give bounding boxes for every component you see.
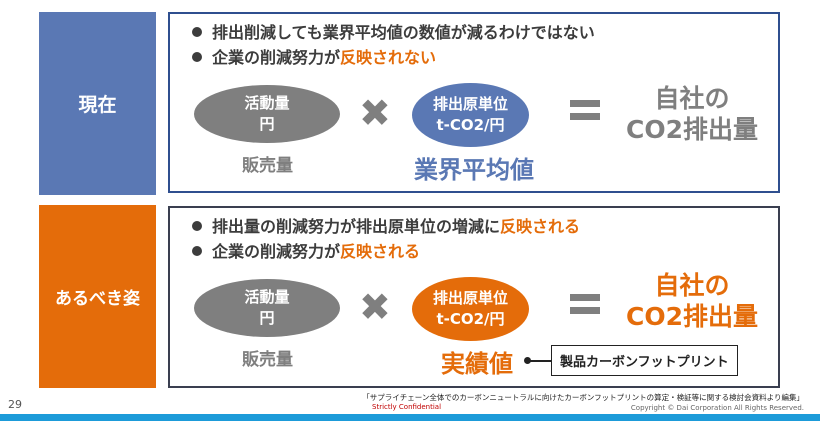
bullet-text: 企業の削減努力が [212, 48, 341, 67]
section-label-now: 現在 [39, 12, 156, 195]
factor-ellipse-now: 排出原単位 t-CO2/円 [412, 83, 529, 147]
page-number: 29 [8, 398, 22, 411]
section-label-ideal: あるべき姿 [39, 205, 156, 388]
bullet-text: 排出量の削減努力が排出原単位の増減に [212, 217, 501, 236]
bullet-now-2: 企業の削減努力が反映されない [192, 45, 595, 70]
bullet-dot-icon [192, 221, 202, 231]
bullet-ideal-2: 企業の削減努力が反映される [192, 239, 580, 264]
footer-bar [0, 414, 820, 421]
bullet-list-ideal: 排出量の削減努力が排出原単位の増減に反映される 企業の削減努力が反映される [192, 214, 580, 264]
factor-label: 排出原単位 [432, 289, 508, 307]
factor-unit: t-CO2/円 [436, 310, 505, 328]
factor-label: 排出原単位 [432, 95, 508, 113]
bullet-dot-icon [192, 246, 202, 256]
factor-unit: t-CO2/円 [436, 116, 505, 134]
equals-icon [570, 294, 600, 320]
bullet-list-now: 排出削減しても業界平均値の数値が減るわけではない 企業の削減努力が反映されない [192, 20, 595, 70]
bullet-dot-icon [192, 52, 202, 62]
factor-caption-now: 業界平均値 [414, 156, 534, 184]
callout-product-cfp: 製品カーボンフットプリント [551, 345, 738, 376]
callout-leader-line [527, 360, 551, 362]
equals-icon [570, 100, 600, 126]
activity-ellipse-now: 活動量 円 [194, 85, 340, 143]
activity-unit: 円 [259, 115, 275, 133]
panel-now: 排出削減しても業界平均値の数値が減るわけではない 企業の削減努力が反映されない … [168, 12, 780, 193]
times-icon: ✖ [359, 285, 391, 329]
result-now: 自社の CO2排出量 [622, 83, 762, 145]
bullet-ideal-1: 排出量の削減努力が排出原単位の増減に反映される [192, 214, 580, 239]
panel-ideal: 排出量の削減努力が排出原単位の増減に反映される 企業の削減努力が反映される 活動… [168, 206, 780, 388]
activity-unit: 円 [259, 309, 275, 327]
bullet-highlight: 反映される [500, 217, 581, 236]
confidential-label: Strictly Confidential [372, 403, 442, 411]
result-line1: 自社の [654, 271, 730, 300]
activity-ellipse-ideal: 活動量 円 [194, 279, 340, 337]
bullet-now-1: 排出削減しても業界平均値の数値が減るわけではない [192, 20, 595, 45]
bullet-text: 企業の削減努力が [212, 242, 341, 261]
bullet-highlight: 反映される [340, 242, 421, 261]
bullet-dot-icon [192, 27, 202, 37]
activity-caption-now: 販売量 [242, 156, 293, 176]
result-line1: 自社の [654, 84, 730, 113]
callout-dot-icon [524, 357, 531, 364]
activity-label: 活動量 [244, 288, 290, 306]
times-icon: ✖ [359, 91, 391, 135]
result-line2: CO2排出量 [626, 115, 758, 144]
result-line2: CO2排出量 [626, 302, 758, 331]
result-ideal: 自社の CO2排出量 [622, 270, 762, 332]
source-note: 「サプライチェーン全体でのカーボンニュートラルに向けたカーボンフットプリントの算… [362, 393, 804, 402]
copyright: Copyright © Dai Corporation All Rights R… [630, 404, 804, 412]
activity-caption-ideal: 販売量 [242, 350, 293, 370]
factor-ellipse-ideal: 排出原単位 t-CO2/円 [412, 277, 529, 341]
factor-caption-ideal: 実績値 [441, 350, 513, 378]
activity-label: 活動量 [244, 94, 290, 112]
bullet-highlight: 反映されない [340, 48, 437, 67]
bullet-text: 排出削減しても業界平均値の数値が減るわけではない [212, 23, 595, 42]
